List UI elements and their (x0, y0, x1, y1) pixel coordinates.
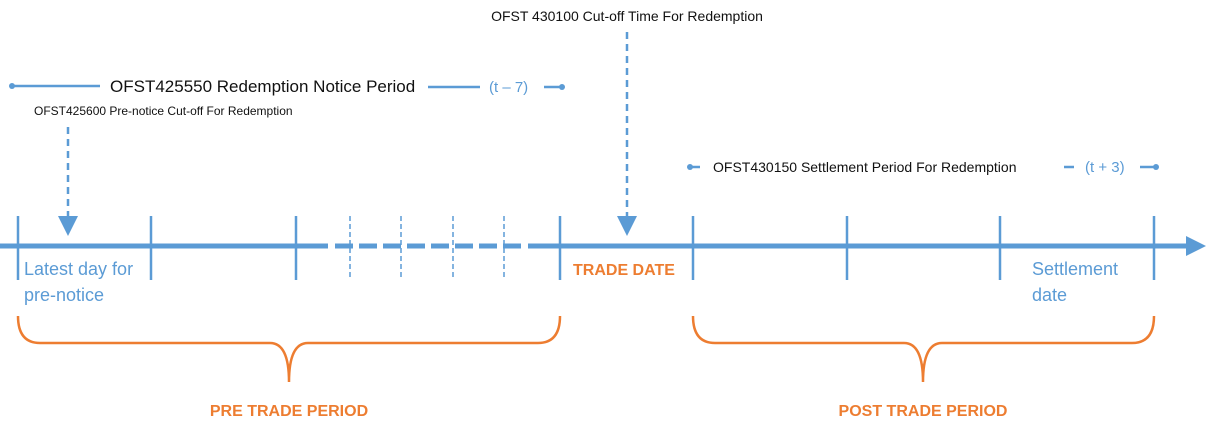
latest-day-label-line1: Latest day for (24, 259, 133, 279)
timeline-arrow-head-icon (1186, 236, 1206, 256)
settlement-left-arrow-icon (687, 164, 693, 170)
latest-day-label-line2: pre-notice (24, 285, 104, 305)
cutoff-time-label: OFST 430100 Cut-off Time For Redemption (491, 8, 763, 24)
timeline-ticks (16, 216, 1156, 280)
notice-period-right-arrow-icon (559, 84, 565, 90)
post-trade-period-label: POST TRADE PERIOD (839, 403, 1008, 420)
notice-period-offset: (t – 7) (489, 79, 528, 96)
notice-period-label: OFST425550 Redemption Notice Period (110, 77, 415, 96)
pre-notice-cutoff-label: OFST425600 Pre-notice Cut-off For Redemp… (34, 104, 293, 118)
pre-trade-brace (16, 315, 562, 383)
settlement-period-label: OFST430150 Settlement Period For Redempt… (713, 159, 1017, 175)
settlement-date-label-line2: date (1032, 285, 1067, 305)
pre-trade-period-label: PRE TRADE PERIOD (210, 403, 368, 420)
settlement-period-offset: (t + 3) (1085, 159, 1125, 176)
timeline-dashed-ticks (349, 216, 505, 280)
post-trade-brace (691, 315, 1156, 383)
settlement-right-arrow-icon (1153, 164, 1159, 170)
trade-date-label: TRADE DATE (573, 262, 675, 279)
timeline-axis (0, 236, 1206, 256)
notice-period-left-arrow-icon (9, 83, 15, 89)
settlement-date-label-line1: Settlement (1032, 259, 1118, 279)
